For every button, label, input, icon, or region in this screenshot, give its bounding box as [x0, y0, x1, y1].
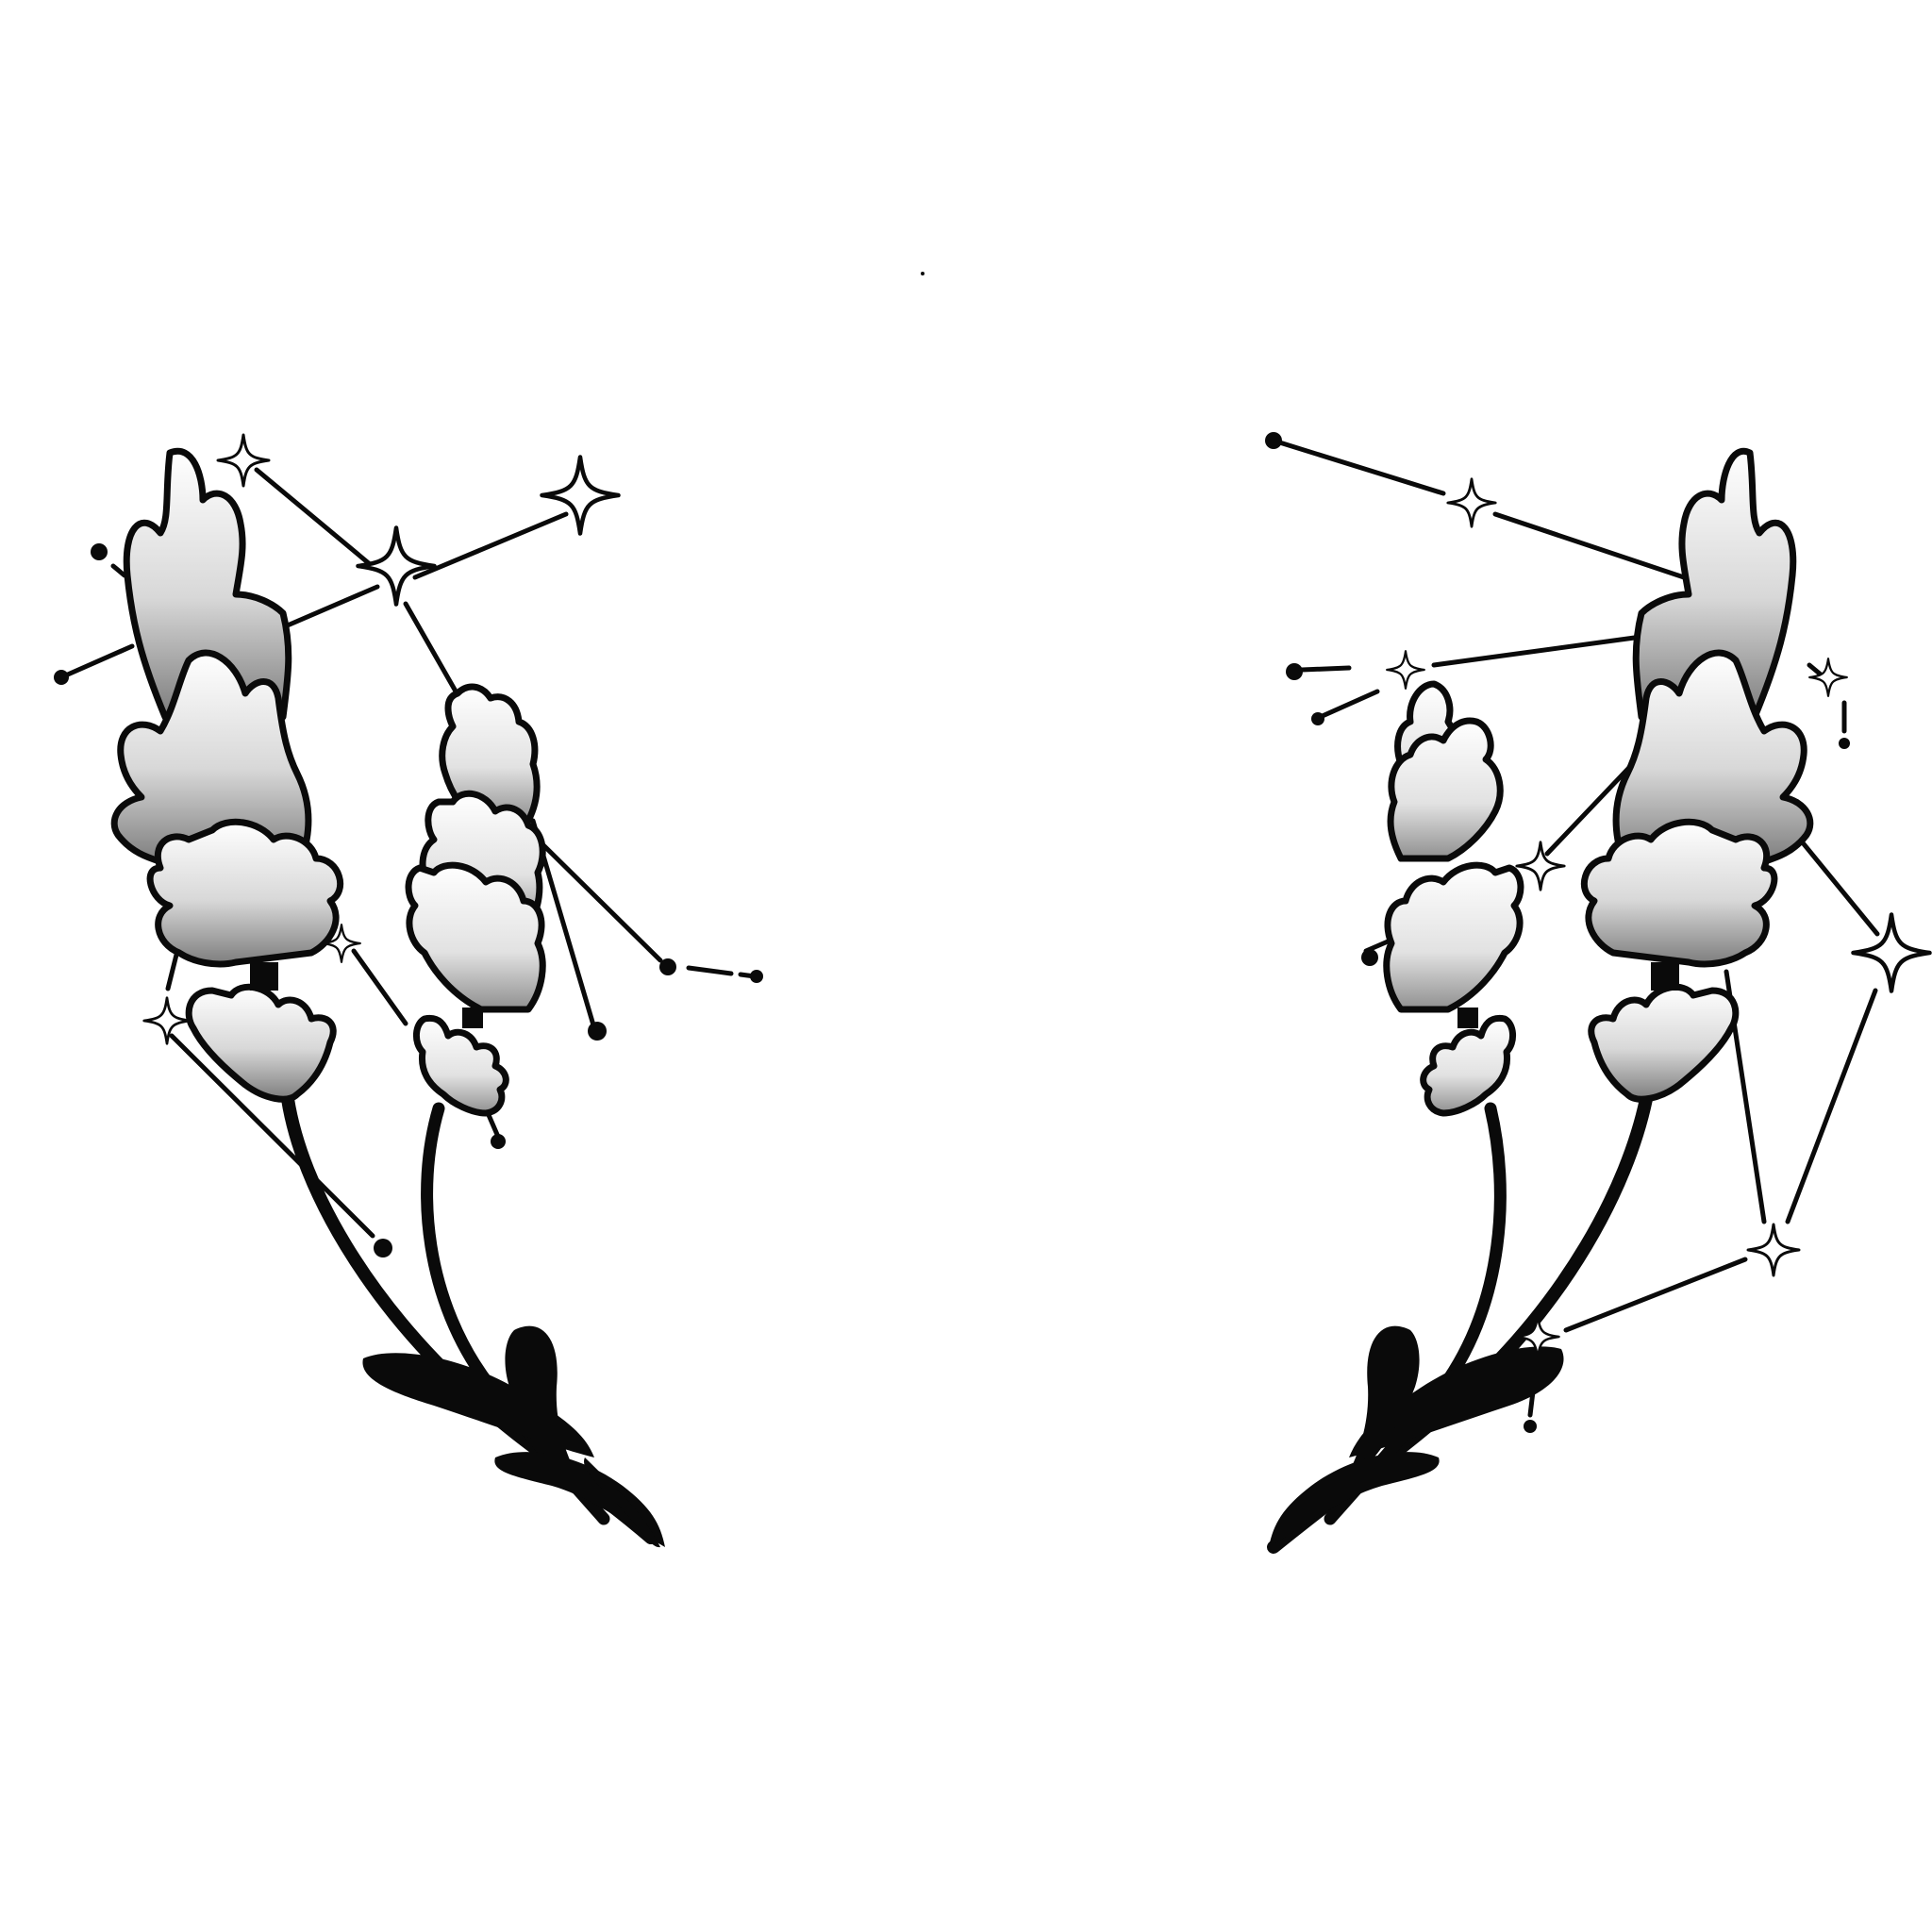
constellation-dot-icon [491, 1134, 506, 1149]
constellation-dot-icon [54, 670, 69, 685]
right-constellation-dots [1265, 432, 1850, 1433]
left-leaves [362, 1325, 665, 1548]
right-tall-lavender-spike [1580, 447, 1814, 1103]
right-lavender-group [1265, 432, 1930, 1554]
left-tall-lavender-spike [110, 447, 344, 1103]
constellation-dot-icon [1524, 1420, 1537, 1433]
right-leaves [1269, 1325, 1564, 1547]
four-point-star-icon [358, 528, 435, 605]
right-leaf [1349, 1346, 1564, 1457]
constellation-dot-icon [91, 543, 108, 560]
four-point-star-icon [142, 996, 192, 1045]
constellation-dot-icon [1839, 738, 1850, 749]
constellation-dot-icon [750, 970, 763, 983]
left-constellation-dots [54, 272, 924, 1257]
constellation-dot-icon [588, 1022, 607, 1041]
four-point-star-icon [1515, 841, 1566, 891]
four-point-star-icon [1854, 915, 1930, 991]
four-point-star-icon [216, 433, 271, 488]
four-point-star-icon [1446, 477, 1497, 528]
constellation-dot-icon [1311, 712, 1324, 725]
four-point-star-icon [1386, 650, 1425, 690]
constellation-dot-icon [659, 958, 676, 975]
left-leaf [505, 1325, 585, 1491]
left-leaf [494, 1452, 665, 1547]
constellation-dot-icon [1361, 949, 1378, 966]
right-short-lavender-spike [1383, 680, 1524, 1117]
constellation-dot-icon [1286, 663, 1303, 680]
four-point-star-icon [1808, 658, 1848, 697]
left-lavender-group [54, 272, 924, 1548]
right-leaf [1269, 1452, 1440, 1547]
left-short-lavender-spike [405, 683, 546, 1117]
four-point-star-icon [1746, 1223, 1801, 1277]
right-leaf [1340, 1325, 1420, 1491]
four-point-star-icon [542, 458, 619, 534]
constellation-dot-icon [921, 272, 924, 275]
constellation-dot-icon [374, 1239, 392, 1257]
constellation-dot-icon [1265, 432, 1282, 449]
